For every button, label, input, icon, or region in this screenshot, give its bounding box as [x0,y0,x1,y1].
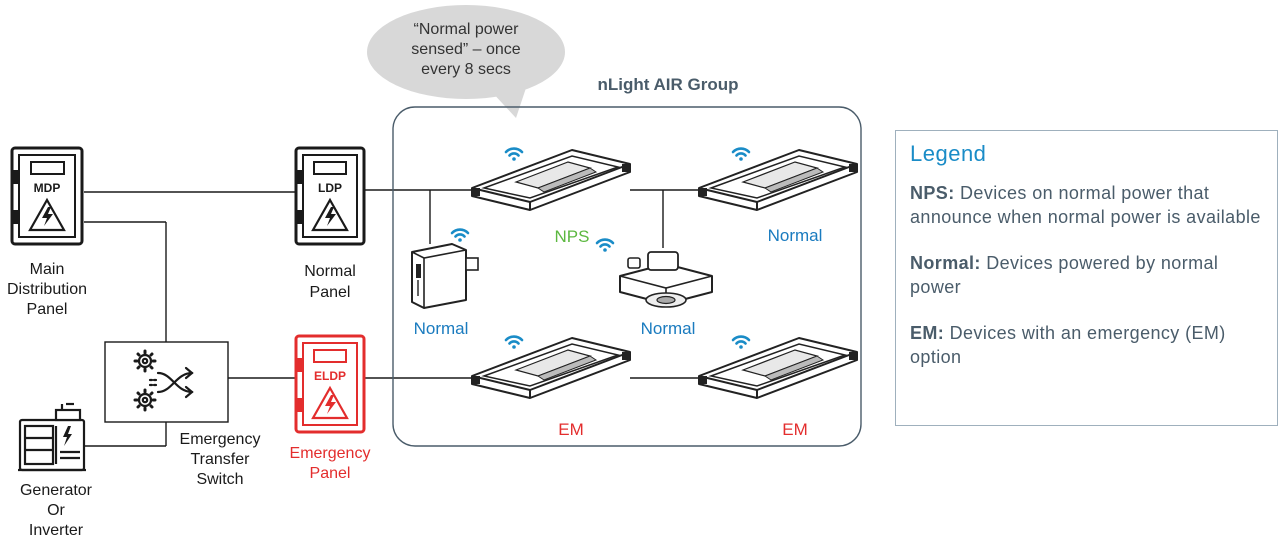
mdp-label: Distribution [7,281,87,298]
eldp-label: Emergency [290,445,371,462]
svg-text:every 8 secs: every 8 secs [421,61,511,78]
hazard-triangle-icon [28,197,66,232]
legend-desc: Devices with an emergency (EM) option [910,323,1226,367]
legend-desc: Devices on normal power that announce wh… [910,183,1261,227]
nps-label: NPS [555,227,590,246]
svg-text:LDP: LDP [318,181,342,195]
svg-text:MDP: MDP [34,181,61,195]
generator-label: Inverter [29,522,84,539]
wiring [84,189,702,447]
legend-desc: Devices powered by normal power [910,253,1219,297]
eldp-label: Panel [310,465,351,482]
gear-teeth-icon [133,349,157,412]
legend-entry-em: EM: Devices with an emergency (EM) optio… [910,321,1263,369]
nps-fixture [471,147,631,211]
normal-fixture [698,147,858,211]
bolt-icon [325,207,336,226]
ets-label: Transfer [191,451,251,468]
normal-fixture-label: Normal [768,226,823,245]
legend-term: Normal: [910,253,981,273]
mdp-label: Main [30,261,65,278]
generator-label: Generator [20,482,93,499]
group-box [392,106,862,447]
group-title: nLight AIR Group [597,75,738,94]
eldp-panel: ELDP [294,334,366,434]
legend-panel: Legend NPS: Devices on normal power that… [895,130,1278,426]
ldp-panel: LDP [294,146,366,246]
ldp-label: Normal [304,263,356,280]
legend-title: Legend [910,141,987,166]
legend-entry-normal: Normal: Devices powered by normal power [910,251,1263,299]
switch-arrows-icon [148,366,194,399]
bolt-icon [42,207,53,226]
legend-entry-nps: NPS: Devices on normal power that announ… [910,181,1263,229]
occupancy-sensor-device [595,238,713,308]
ets-label: Emergency [180,431,261,448]
svg-text:“Normal power: “Normal power [414,21,520,38]
hazard-triangle-icon [311,385,349,420]
gear-icon [137,353,153,408]
em-label-2: EM [782,420,808,439]
ets-label: Switch [196,471,243,488]
mdp-panel: MDP [10,146,84,246]
power-pack-device [411,228,479,309]
legend-term: EM: [910,323,945,343]
ldp-label: Panel [310,284,351,301]
mdp-label: Panel [27,301,68,318]
svg-text:sensed” – once: sensed” – once [411,41,521,58]
speech-bubble: “Normal power sensed” – once every 8 sec… [367,5,565,118]
generator-icon [18,402,86,472]
em-fixture-1 [471,335,631,399]
generator-label: Or [47,502,65,519]
transfer-switch [104,341,229,423]
em-fixture-2 [698,335,858,399]
hazard-triangle-icon [311,197,349,232]
normal-sensor-label: Normal [641,319,696,338]
normal-pack-label: Normal [414,319,469,338]
bolt-icon [325,395,336,414]
em-label-1: EM [558,420,584,439]
legend-term: NPS: [910,183,955,203]
svg-text:ELDP: ELDP [314,369,346,383]
